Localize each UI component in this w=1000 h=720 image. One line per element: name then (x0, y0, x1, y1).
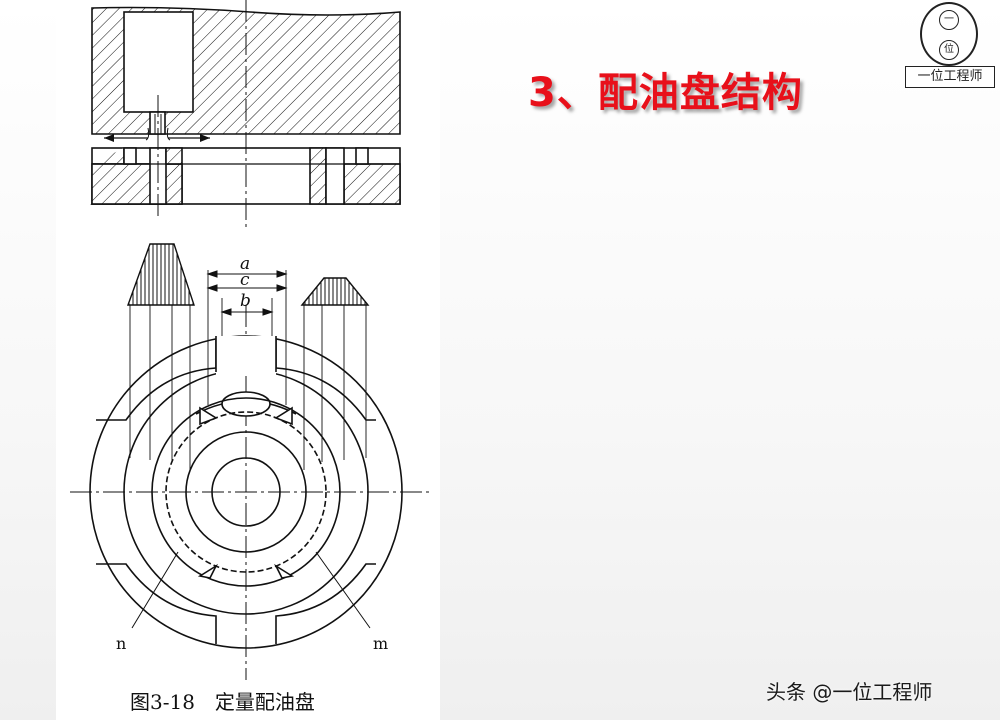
notch-right-bottom (274, 563, 295, 579)
logo: 一 位 一位工程师 (903, 2, 997, 90)
logo-label: 一位工程师 (905, 66, 995, 88)
center-lines (70, 0, 432, 680)
part-label-n: n (116, 634, 127, 653)
notch-left-top (199, 406, 218, 426)
part-label-m: m (373, 634, 389, 653)
logo-glyph-top: 一 (939, 10, 959, 30)
groove-profiles (127, 243, 370, 306)
profile-right (300, 277, 370, 306)
slide-title: 3、配油盘结构 (528, 70, 803, 116)
figure-caption: 图3-18 定量配油盘 (130, 690, 315, 714)
dimension-lines (206, 270, 288, 316)
profile-left (127, 243, 195, 306)
leader-n (131, 551, 179, 629)
leader-m (315, 551, 371, 629)
logo-glyph-bottom: 位 (939, 40, 959, 60)
logo-circle: 一 位 (920, 2, 978, 66)
dim-label-b: b (240, 291, 251, 311)
dim-label-c: c (240, 270, 250, 290)
port-window (216, 336, 276, 376)
notch-left-bottom (197, 563, 218, 579)
plan-view (89, 335, 403, 649)
outer-groove (96, 340, 376, 421)
notch-right-top (274, 406, 293, 426)
dim-label-a: a (240, 254, 251, 274)
watermark: 头条 @一位工程师 (766, 680, 933, 704)
projection-lines (129, 270, 367, 470)
shaft-bore (211, 457, 281, 527)
